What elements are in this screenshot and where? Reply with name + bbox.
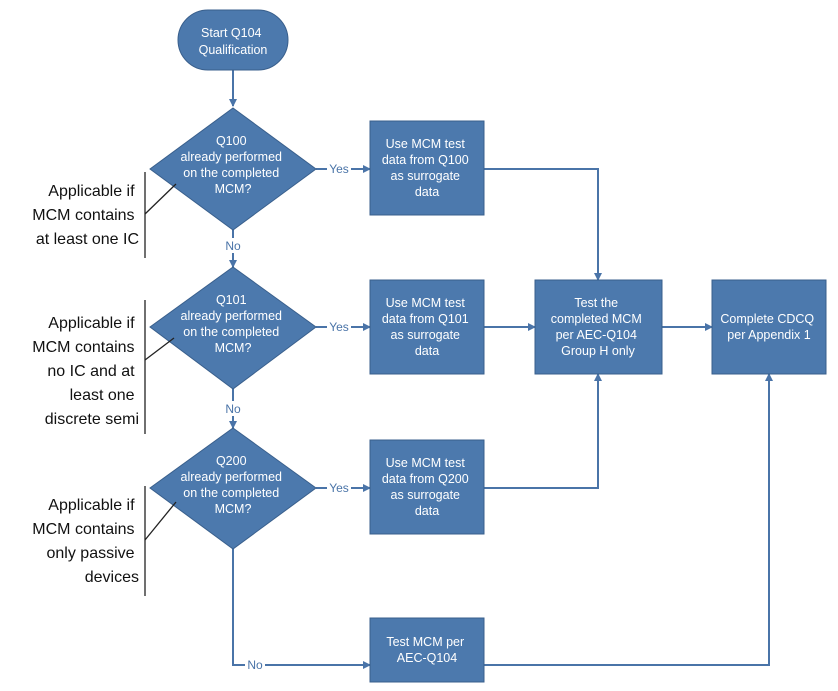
svg-text:Use MCM test data from Q: Use MCM test data from Q101 as surrogate… (382, 296, 472, 358)
decision-q101-line-2: already performed (181, 309, 282, 323)
decision-q101-line-4: MCM? (215, 341, 252, 355)
svg-text:Q100 already performed: Q100 already performed on the completed … (181, 134, 286, 196)
annotation-q101-line-5: discrete semi (45, 411, 139, 428)
process-use-q101: Use MCM test data from Q101 as surrogate… (369, 279, 485, 375)
annotation-q101-line-1: Applicable if (48, 315, 135, 332)
process-use-q200: Use MCM test data from Q200 as surrogate… (369, 439, 485, 535)
svg-text:Applicable if MCM contai: Applicable if MCM contains only passive … (32, 497, 139, 586)
start-node-line-1: Start Q104 (201, 26, 261, 40)
annotation-q101: Applicable if MCM contains no IC and at … (32, 300, 175, 434)
process-use-q101-line-2: data from Q101 (382, 312, 469, 326)
svg-text:Complete CDCQ per Append: Complete CDCQ per Appendix 1 (720, 312, 817, 342)
decision-q100-line-3: on the completed (183, 166, 279, 180)
process-test-group-h-line-4: Group H only (561, 344, 635, 358)
svg-text:Use MCM test data from Q: Use MCM test data from Q200 as surrogate… (382, 456, 472, 518)
svg-text:Test the completed MCM: Test the completed MCM per AEC-Q104 Grou… (551, 296, 645, 358)
edge-label-no-q100: No (225, 239, 241, 253)
decision-q200-line-4: MCM? (215, 502, 252, 516)
decision-q200-line-3: on the completed (183, 486, 279, 500)
annotation-q200-line-4: devices (85, 569, 139, 586)
decision-q200: Q200 already performed on the completed … (149, 427, 317, 550)
decision-q200-line-1: Q200 (216, 454, 247, 468)
edge-label-yes-q200: Yes (329, 481, 349, 495)
decision-q101-line-3: on the completed (183, 325, 279, 339)
annotation-q100-line-1: Applicable if (48, 183, 135, 200)
annotation-q100: Applicable if MCM contains at least one … (32, 172, 177, 258)
edge-label-yes-q100: Yes (329, 162, 349, 176)
decision-q101: Q101 already performed on the completed … (149, 266, 317, 390)
process-use-q101-line-4: data (415, 344, 439, 358)
process-use-q200-line-3: as surrogate (391, 488, 461, 502)
edge-label-no-q101: No (225, 402, 241, 416)
annotation-q101-line-3: no IC and at (47, 363, 135, 380)
process-test-group-h-line-2: completed MCM (551, 312, 642, 326)
annotation-q101-line-4: least one (70, 387, 135, 404)
svg-text:Use MCM test data from Q: Use MCM test data from Q100 as surrogate… (382, 137, 472, 199)
decision-q200-line-2: already performed (181, 470, 282, 484)
process-use-q101-line-3: as surrogate (391, 328, 461, 342)
decision-q100: Q100 already performed on the completed … (149, 107, 317, 231)
process-use-q200-line-4: data (415, 504, 439, 518)
svg-text:Applicable if MCM contai: Applicable if MCM contains at least one … (32, 183, 139, 248)
process-use-q100-line-2: data from Q100 (382, 153, 469, 167)
process-use-q200-line-2: data from Q200 (382, 472, 469, 486)
edge-label-yes-q101: Yes (329, 320, 349, 334)
decision-q100-line-2: already performed (181, 150, 282, 164)
edge-test-mcm-to-cdcq (484, 373, 773, 666)
process-use-q101-line-1: Use MCM test (386, 296, 466, 310)
process-test-group-h: Test the completed MCM per AEC-Q104 Grou… (534, 279, 663, 375)
edge-use-q100-to-test-h (484, 168, 602, 281)
start-node: Start Q104 Qualification (177, 9, 289, 71)
edge-use-q200-to-test-h (484, 373, 602, 489)
process-test-group-h-line-1: Test the (574, 296, 618, 310)
svg-text:Q200 already performed: Q200 already performed on the completed … (181, 454, 286, 516)
annotation-q200-line-1: Applicable if (48, 497, 135, 514)
edge-q200-no (232, 549, 371, 669)
process-complete-cdcq: Complete CDCQ per Appendix 1 (711, 279, 827, 375)
decision-q100-line-1: Q100 (216, 134, 247, 148)
svg-text:Test MCM per AEC-Q104: Test MCM per AEC-Q104 (386, 635, 467, 665)
decision-q101-line-1: Q101 (216, 293, 247, 307)
process-test-mcm: Test MCM per AEC-Q104 (369, 617, 485, 683)
process-complete-cdcq-line-1: Complete CDCQ (720, 312, 814, 326)
annotation-q100-line-2: MCM contains (32, 207, 134, 224)
process-use-q100-line-1: Use MCM test (386, 137, 466, 151)
process-use-q100-line-4: data (415, 185, 439, 199)
process-use-q100-line-3: as surrogate (391, 169, 461, 183)
svg-text:Applicable if MCM contai: Applicable if MCM contains no IC and at … (32, 315, 139, 428)
svg-text:Start Q104 Qualification: Start Q104 Qualification (199, 26, 268, 57)
annotation-q200: Applicable if MCM contains only passive … (32, 486, 177, 596)
annotation-q100-line-3: at least one IC (36, 231, 139, 248)
process-use-q100: Use MCM test data from Q100 as surrogate… (369, 120, 485, 216)
process-test-group-h-line-3: per AEC-Q104 (556, 328, 637, 342)
process-test-mcm-line-1: Test MCM per (386, 635, 464, 649)
process-complete-cdcq-line-2: per Appendix 1 (727, 328, 810, 342)
edge-labels: Yes Yes Yes No No No (223, 161, 351, 673)
svg-text:Q101 already performed: Q101 already performed on the completed … (181, 293, 286, 355)
annotation-q200-line-2: MCM contains (32, 521, 134, 538)
start-node-line-2: Qualification (199, 43, 268, 57)
edge-label-no-q200: No (247, 658, 263, 672)
connectors (229, 70, 773, 669)
process-use-q200-line-1: Use MCM test (386, 456, 466, 470)
annotation-q101-line-2: MCM contains (32, 339, 134, 356)
annotation-q200-line-3: only passive (47, 545, 135, 562)
process-test-mcm-line-2: AEC-Q104 (397, 651, 457, 665)
decision-q100-line-4: MCM? (215, 182, 252, 196)
